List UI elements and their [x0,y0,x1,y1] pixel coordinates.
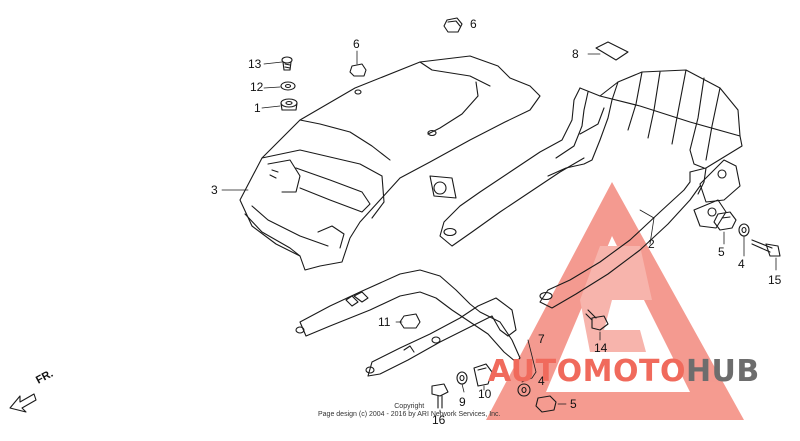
callout-16: 16 [432,413,446,427]
washer-part-12 [280,81,296,91]
front-direction-arrow-icon [9,393,37,413]
callout-3: 3 [211,183,218,197]
callout-14: 14 [594,341,608,355]
nut-part-5-lower [535,395,557,413]
cushion-part-1 [280,98,298,111]
bolt-part-14 [585,309,609,331]
nut-part-6-top [443,17,463,33]
rear-carrier-part-2 [429,69,743,309]
callout-15: 15 [768,273,782,287]
watermark-logo-triangle [486,182,744,420]
callout-9: 9 [459,395,466,409]
washer-part-4-upper [738,223,750,237]
callout-11: 11 [378,315,391,329]
cushion-part-10 [473,363,493,387]
callout-8: 8 [572,47,579,61]
watermark-part-hub: HUB [685,354,760,389]
copyright-line-1: Copyright [394,403,425,410]
callout-10: 10 [478,387,492,401]
copyright-notice: Copyright Page design (c) 2004 - 2016 by… [318,403,500,419]
watermark-part-auto: AUTO [488,354,583,389]
callout-1: 1 [254,101,261,115]
callout-6-fender: 6 [353,37,360,51]
callout-2: 2 [648,237,655,251]
lower-stay-part-7 [295,269,521,377]
rear-fender-part-3 [239,55,541,271]
callout-4-upper: 4 [738,257,745,271]
copyright-line-2: Page design (c) 2004 - 2016 by ARI Netwo… [318,411,501,418]
collar-part-9 [456,371,468,385]
callout-5-upper: 5 [718,245,725,259]
leader-lines [221,50,777,413]
callout-4-lower: 4 [538,374,545,388]
collar-part-11 [399,313,421,329]
bolt-part-15 [751,239,781,257]
callout-5-lower: 5 [570,397,577,411]
nut-part-6-fender [349,63,367,77]
callout-7: 7 [538,332,545,346]
callout-13: 13 [248,57,262,71]
watermark-text: AUTOMOTOHUB [488,356,760,388]
bolt-part-16 [431,383,449,409]
nut-part-5-upper [713,211,737,231]
watermark-part-moto: MOTO [582,354,686,389]
washer-part-4-lower [517,383,531,397]
callout-12: 12 [250,80,264,94]
callout-6-top: 6 [470,17,477,31]
band-part-8 [595,41,629,61]
bolt-part-13 [281,56,293,71]
